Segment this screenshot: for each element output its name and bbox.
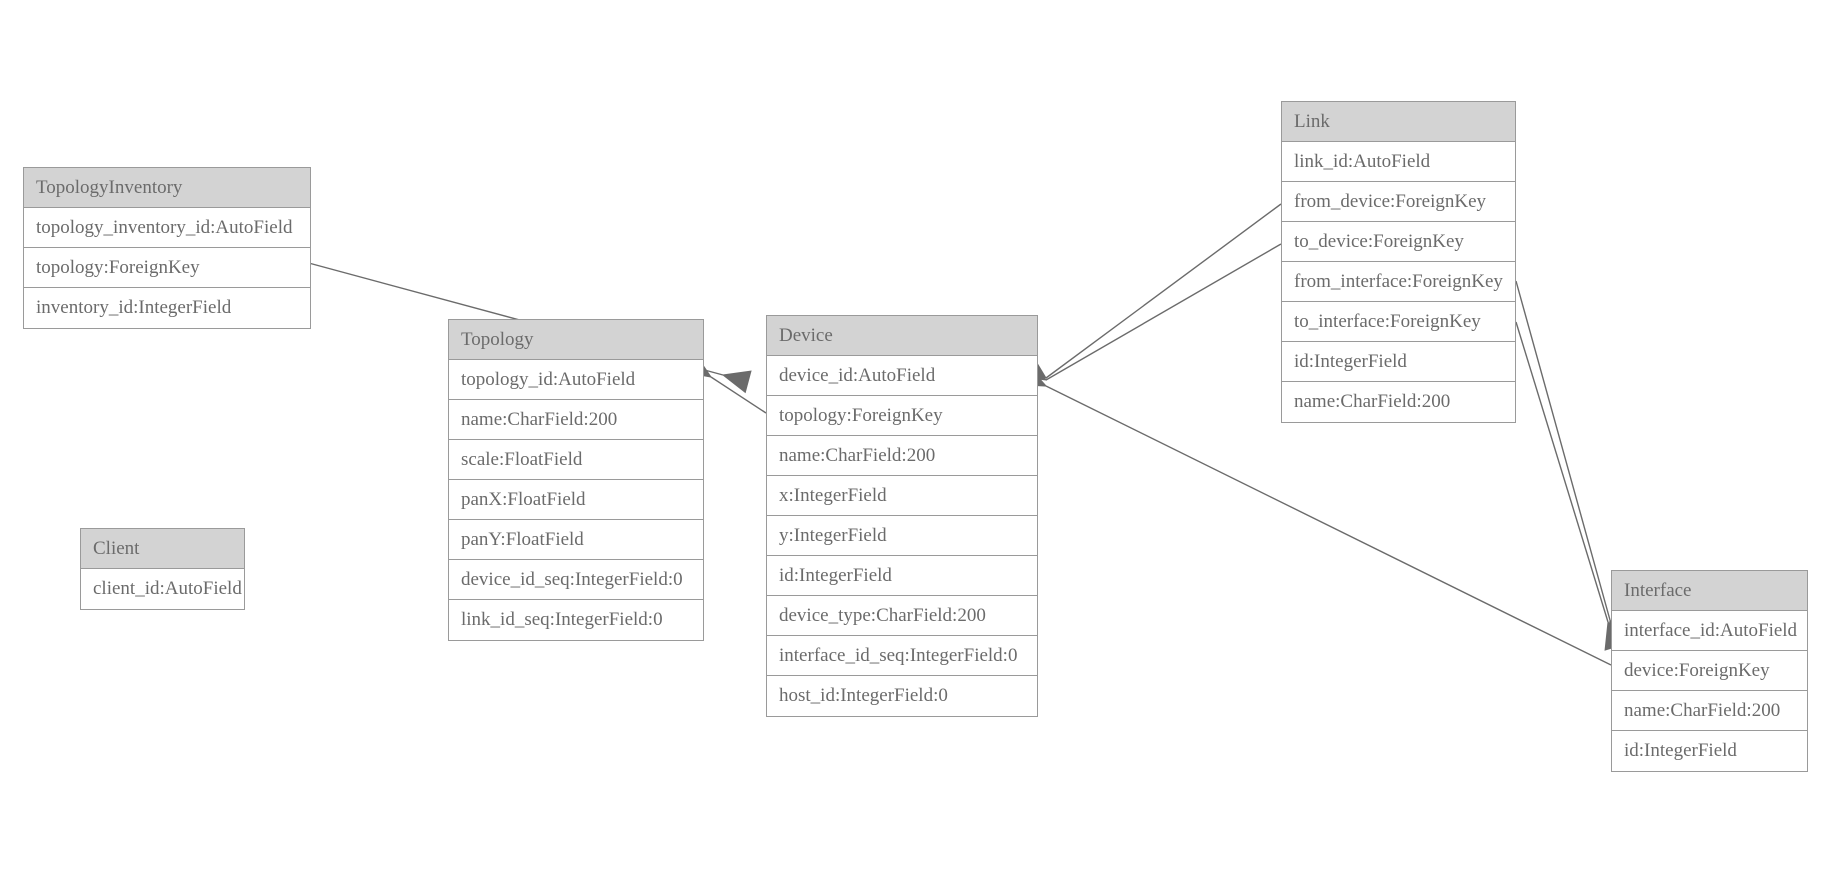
entity-field-link-2[interactable]: to_device:ForeignKey xyxy=(1282,222,1515,262)
entity-field-device-6[interactable]: device_type:CharField:200 xyxy=(767,596,1037,636)
entity-title-topology_inventory: TopologyInventory xyxy=(24,168,310,208)
rel-link-to_device xyxy=(1017,243,1282,381)
entity-field-link-1[interactable]: from_device:ForeignKey xyxy=(1282,182,1515,222)
entity-field-topology-0[interactable]: topology_id:AutoField xyxy=(449,360,703,400)
entity-field-link-5[interactable]: id:IntegerField xyxy=(1282,342,1515,382)
entity-field-interface-0[interactable]: interface_id:AutoField xyxy=(1612,611,1807,651)
entity-field-link-6[interactable]: name:CharField:200 xyxy=(1282,382,1515,422)
entity-title-device: Device xyxy=(767,316,1037,356)
entity-field-topology-2[interactable]: scale:FloatField xyxy=(449,440,703,480)
entity-title-topology: Topology xyxy=(449,320,703,360)
entity-field-device-3[interactable]: x:IntegerField xyxy=(767,476,1037,516)
rel-link-from_interface-line xyxy=(1515,280,1611,621)
entity-title-client: Client xyxy=(81,529,244,569)
entity-field-topology-6[interactable]: link_id_seq:IntegerField:0 xyxy=(449,600,703,640)
entity-field-device-2[interactable]: name:CharField:200 xyxy=(767,436,1037,476)
entity-field-link-0[interactable]: link_id:AutoField xyxy=(1282,142,1515,182)
entity-field-topology-5[interactable]: device_id_seq:IntegerField:0 xyxy=(449,560,703,600)
rel-device-topology-line xyxy=(710,376,767,414)
entity-field-topology_inventory-1[interactable]: topology:ForeignKey xyxy=(24,248,310,288)
entity-field-interface-2[interactable]: name:CharField:200 xyxy=(1612,691,1807,731)
rel-topologyinventory-topology-arrowhead-icon xyxy=(721,370,752,394)
entity-field-device-5[interactable]: id:IntegerField xyxy=(767,556,1037,596)
entity-field-topology_inventory-0[interactable]: topology_inventory_id:AutoField xyxy=(24,208,310,248)
entity-field-topology-1[interactable]: name:CharField:200 xyxy=(449,400,703,440)
rel-link-to_interface xyxy=(1515,321,1627,651)
entity-field-interface-3[interactable]: id:IntegerField xyxy=(1612,731,1807,771)
entity-field-client-0[interactable]: client_id:AutoField xyxy=(81,569,244,609)
entity-field-interface-1[interactable]: device:ForeignKey xyxy=(1612,651,1807,691)
entity-field-device-8[interactable]: host_id:IntegerField:0 xyxy=(767,676,1037,716)
entity-field-device-0[interactable]: device_id:AutoField xyxy=(767,356,1037,396)
rel-interface-device-line xyxy=(1045,385,1612,666)
entity-field-link-4[interactable]: to_interface:ForeignKey xyxy=(1282,302,1515,342)
rel-link-from_device-line xyxy=(1045,203,1282,379)
entity-field-topology-4[interactable]: panY:FloatField xyxy=(449,520,703,560)
entity-title-link: Link xyxy=(1282,102,1515,142)
rel-link-from_device xyxy=(1017,203,1282,379)
entity-title-interface: Interface xyxy=(1612,571,1807,611)
entity-field-topology_inventory-2[interactable]: inventory_id:IntegerField xyxy=(24,288,310,328)
entity-field-topology-3[interactable]: panX:FloatField xyxy=(449,480,703,520)
rel-link-to_device-line xyxy=(1045,243,1282,381)
entity-field-device-7[interactable]: interface_id_seq:IntegerField:0 xyxy=(767,636,1037,676)
entity-field-device-1[interactable]: topology:ForeignKey xyxy=(767,396,1037,436)
entity-field-device-4[interactable]: y:IntegerField xyxy=(767,516,1037,556)
entity-field-link-3[interactable]: from_interface:ForeignKey xyxy=(1282,262,1515,302)
rel-link-to_interface-line xyxy=(1515,321,1609,623)
